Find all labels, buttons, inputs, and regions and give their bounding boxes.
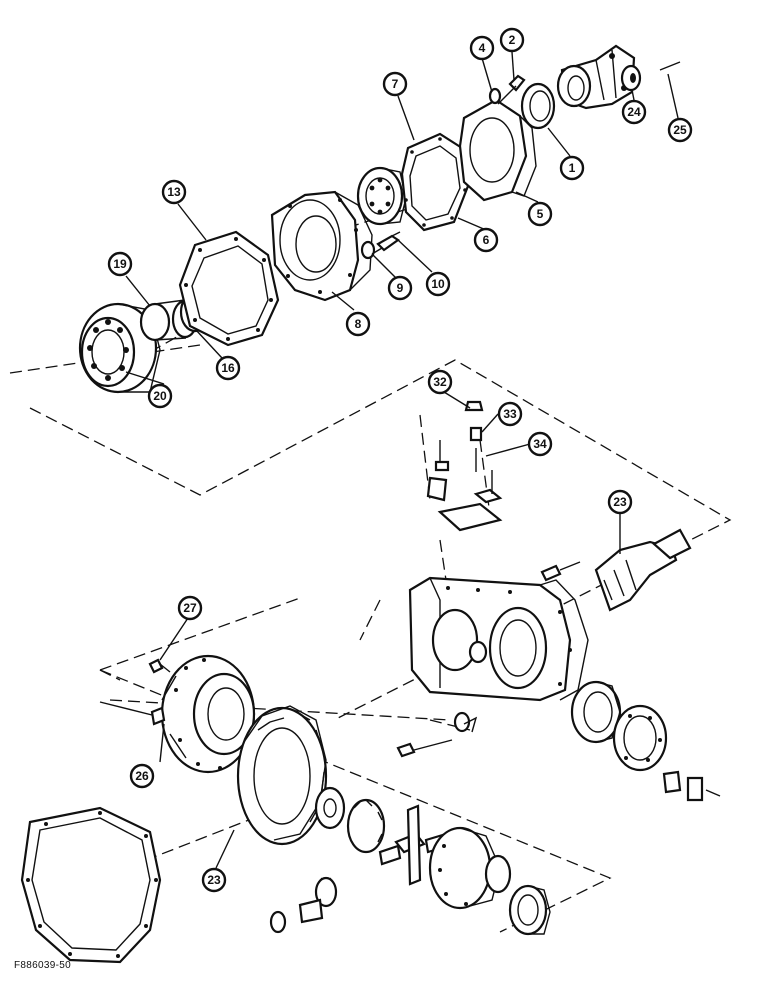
callout-27: 27 (177, 595, 203, 621)
thrust-washer (314, 786, 346, 830)
bearing-housing-8 (270, 190, 373, 302)
callout-19: 19 (107, 251, 133, 277)
callout-leaders (125, 51, 679, 869)
yoke-flange (556, 44, 636, 110)
spacer (298, 898, 324, 924)
bearing-20 (78, 302, 161, 394)
callout-24: 24 (621, 99, 647, 125)
callout-25: 25 (667, 117, 693, 143)
cap-screw-32 (464, 400, 484, 412)
retainer-5 (458, 98, 537, 202)
case-bolt-26 (99, 701, 166, 726)
callout-label: 23 (207, 873, 221, 887)
callout-34: 34 (527, 431, 553, 457)
callout-label: 33 (503, 407, 517, 421)
pinion-washer-small (269, 910, 287, 934)
callout-10: 10 (425, 271, 451, 297)
diff-case-half (428, 826, 512, 910)
callout-33: 33 (497, 401, 523, 427)
callout-label: 27 (183, 601, 197, 615)
callout-label: 5 (537, 207, 544, 221)
callout-label: 20 (153, 389, 167, 403)
callout-6: 6 (473, 227, 499, 253)
callout-8: 8 (345, 311, 371, 337)
long-bolt (396, 711, 478, 758)
washer-4 (488, 87, 502, 105)
bearing-mid (356, 166, 407, 226)
cotter-pin-25 (659, 61, 681, 71)
side-bearing-right (570, 680, 622, 744)
callout-16: 16 (215, 355, 241, 381)
carrier-housing (408, 576, 589, 702)
bolt-10 (371, 231, 401, 255)
callout-20: 20 (147, 383, 173, 409)
washer-9 (360, 240, 376, 260)
callout-label: 24 (627, 105, 641, 119)
callout-4: 4 (469, 35, 495, 61)
callout-23-ring-gear: 23 (201, 867, 227, 893)
top-shaft-assembly (78, 44, 681, 394)
bracket-assembly (426, 440, 503, 532)
callout-label: 1 (569, 161, 576, 175)
callout-label: 16 (221, 361, 235, 375)
callout-label: 32 (433, 375, 447, 389)
callout-5: 5 (527, 201, 553, 227)
callout-label: 2 (509, 33, 516, 47)
callout-label: 25 (673, 123, 687, 137)
diff-case-half-26 (160, 654, 256, 774)
adjuster-nut (612, 704, 668, 772)
figure-code: F886039-50 (14, 960, 71, 971)
callout-label: 6 (483, 233, 490, 247)
callout-23-pinion: 23 (607, 489, 633, 515)
callout-label: 10 (431, 277, 445, 291)
drive-pinion-23 (594, 528, 692, 612)
callout-label: 8 (355, 317, 362, 331)
callout-label: 26 (135, 769, 149, 783)
callout-26: 26 (129, 763, 155, 789)
callout-32: 32 (427, 369, 453, 395)
lock-plate (662, 770, 721, 802)
washer-24 (620, 64, 642, 92)
callout-label: 19 (113, 257, 127, 271)
bolt-2 (497, 74, 526, 105)
callout-label: 34 (533, 437, 547, 451)
callout-label: 4 (479, 41, 486, 55)
callout-7: 7 (382, 71, 408, 97)
gasket-13 (178, 230, 280, 347)
side-bearing-left (508, 884, 551, 936)
seal-1 (520, 82, 556, 130)
callout-label: 23 (613, 495, 627, 509)
callout-label: 9 (397, 281, 404, 295)
callout-2: 2 (499, 27, 525, 53)
cover-gasket (20, 806, 162, 964)
side-gear (346, 798, 386, 854)
bushing-33 (469, 426, 483, 442)
case-bolt-27 (148, 658, 171, 674)
callout-9: 9 (387, 275, 413, 301)
pinion-gear-small (314, 876, 338, 908)
ring-gear-23 (236, 705, 328, 846)
gasket-6 (400, 132, 470, 232)
pinion-bolt (540, 561, 581, 582)
callout-label: 13 (167, 185, 181, 199)
callout-1: 1 (559, 155, 585, 181)
callout-label: 7 (392, 77, 399, 91)
callout-13: 13 (161, 179, 187, 205)
